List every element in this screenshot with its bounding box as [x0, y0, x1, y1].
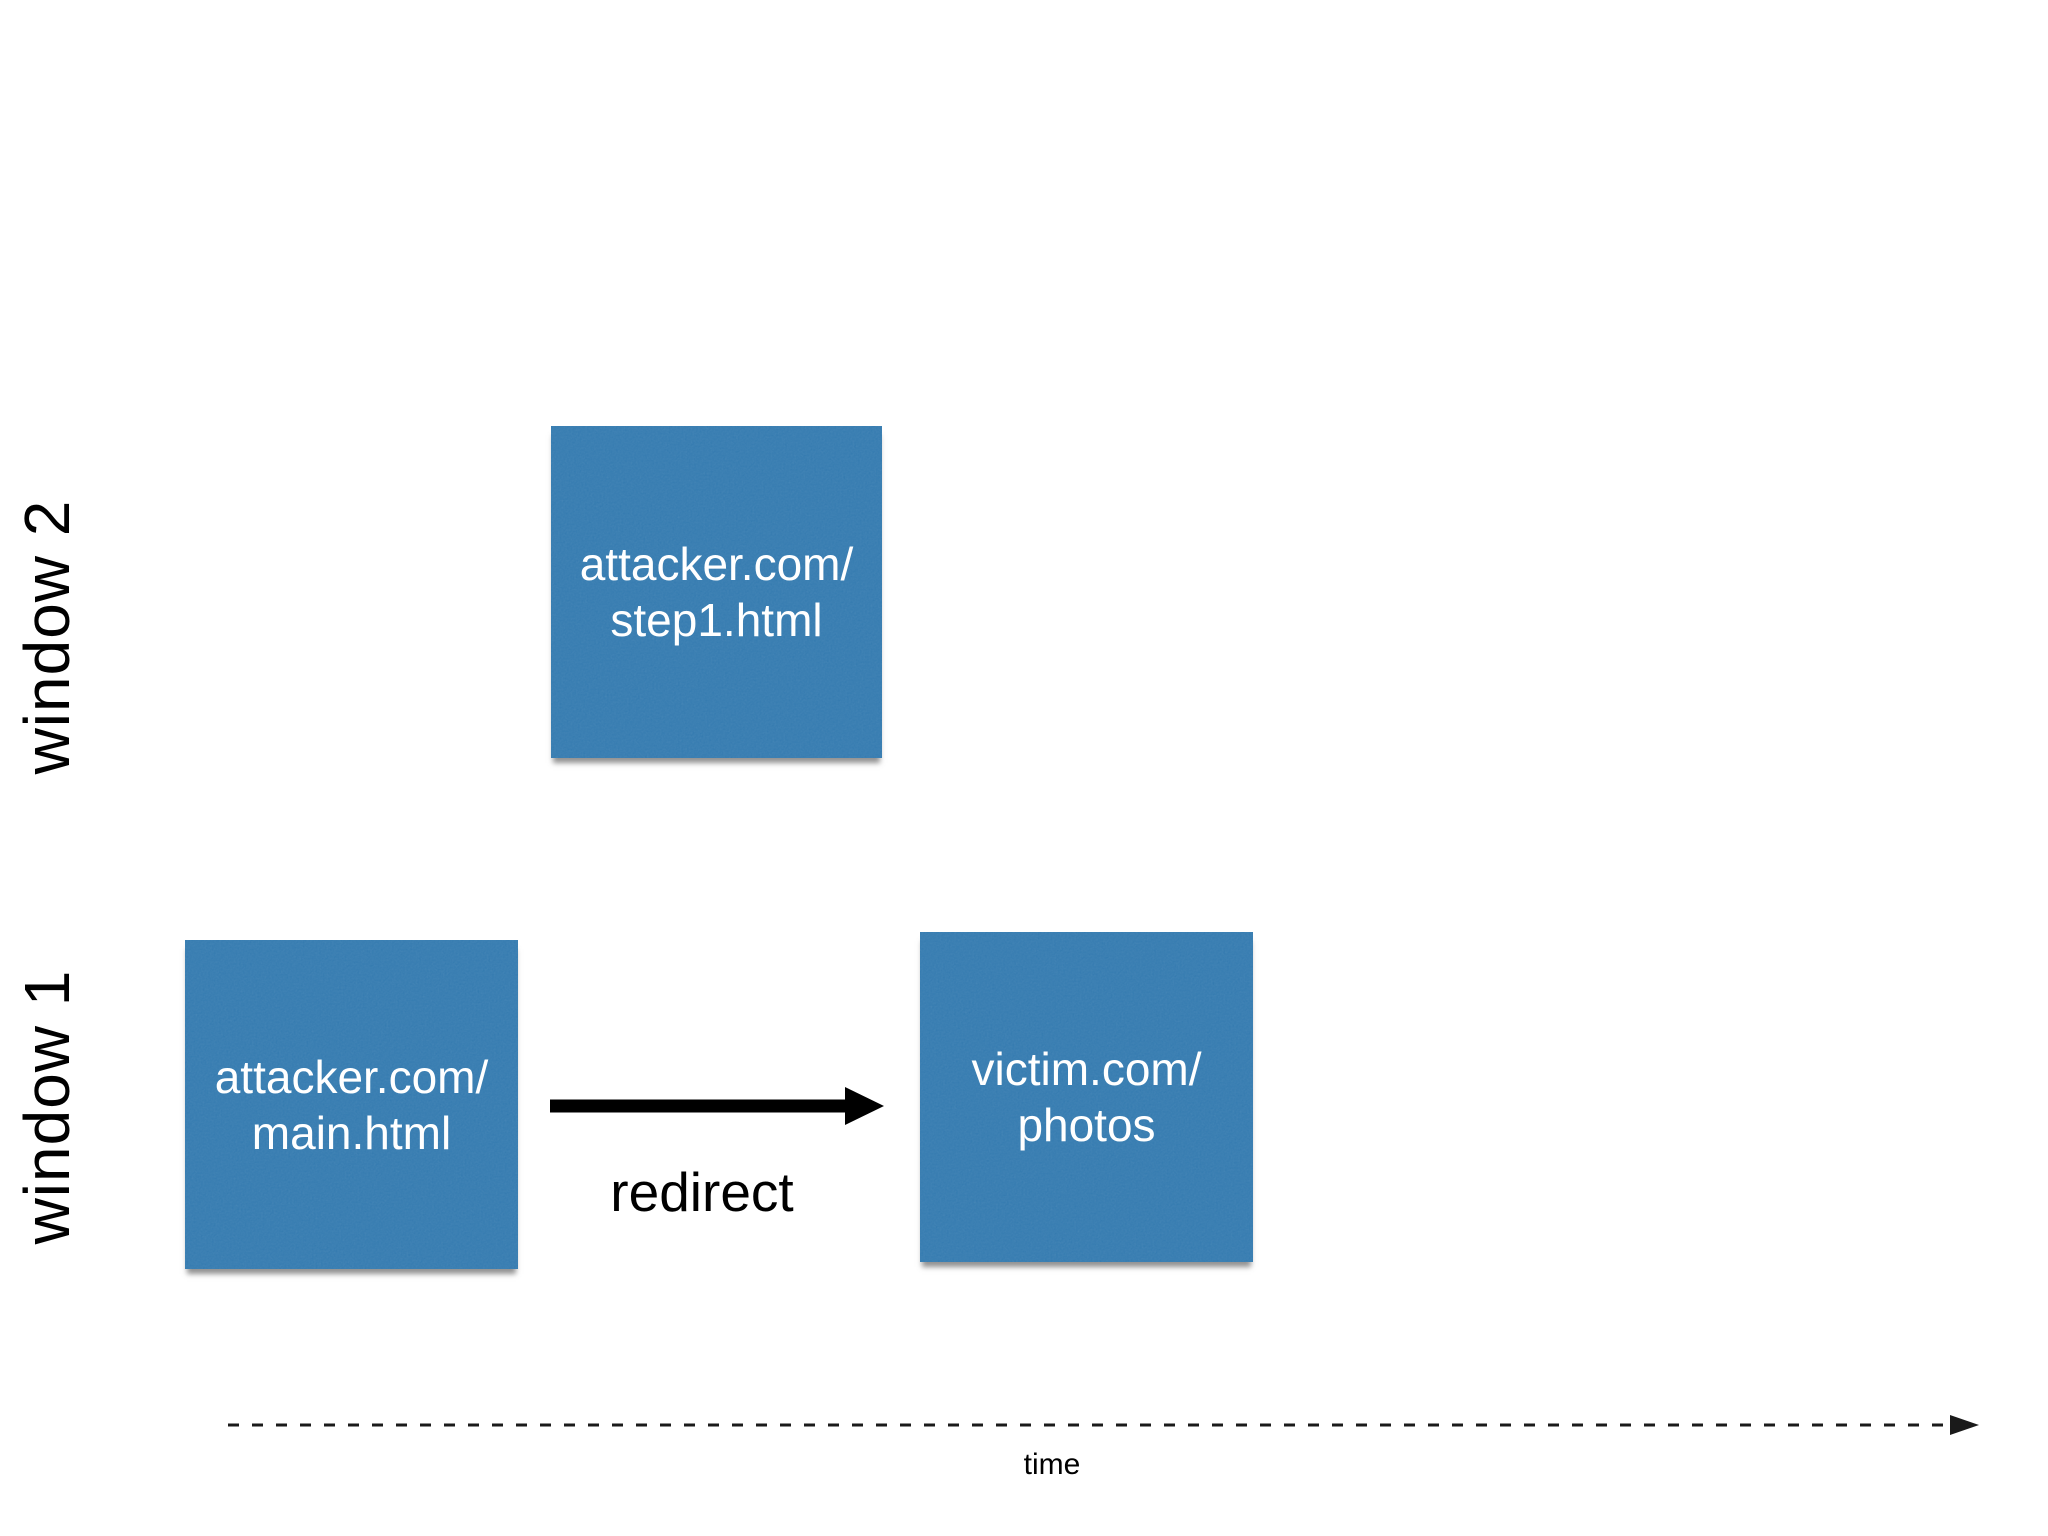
node-label: attacker.com/ main.html: [215, 1049, 489, 1161]
redirect-arrow: [550, 1087, 884, 1125]
redirect-label: redirect: [610, 1161, 794, 1223]
node-victim-photos: victim.com/ photos: [920, 932, 1253, 1262]
time-axis: [228, 1415, 1979, 1435]
node-label-line1: attacker.com/: [579, 538, 854, 590]
row-label-window-2: window 2: [11, 499, 83, 775]
time-axis-label: time: [1023, 1448, 1081, 1481]
node-label-line1: attacker.com/: [214, 1050, 489, 1103]
node-label-line2: step1.html: [610, 594, 823, 646]
node-label-line2: photos: [1017, 1099, 1156, 1151]
node-label: attacker.com/ step1.html: [580, 536, 854, 648]
node-label-line1: victim.com/: [971, 1043, 1202, 1095]
node-attacker-step1: attacker.com/ step1.html: [551, 426, 882, 758]
node-label-line2: main.html: [251, 1106, 452, 1159]
node-label: victim.com/ photos: [972, 1041, 1202, 1153]
node-attacker-main: attacker.com/ main.html: [185, 940, 518, 1269]
row-label-window-1: window 1: [11, 969, 83, 1245]
